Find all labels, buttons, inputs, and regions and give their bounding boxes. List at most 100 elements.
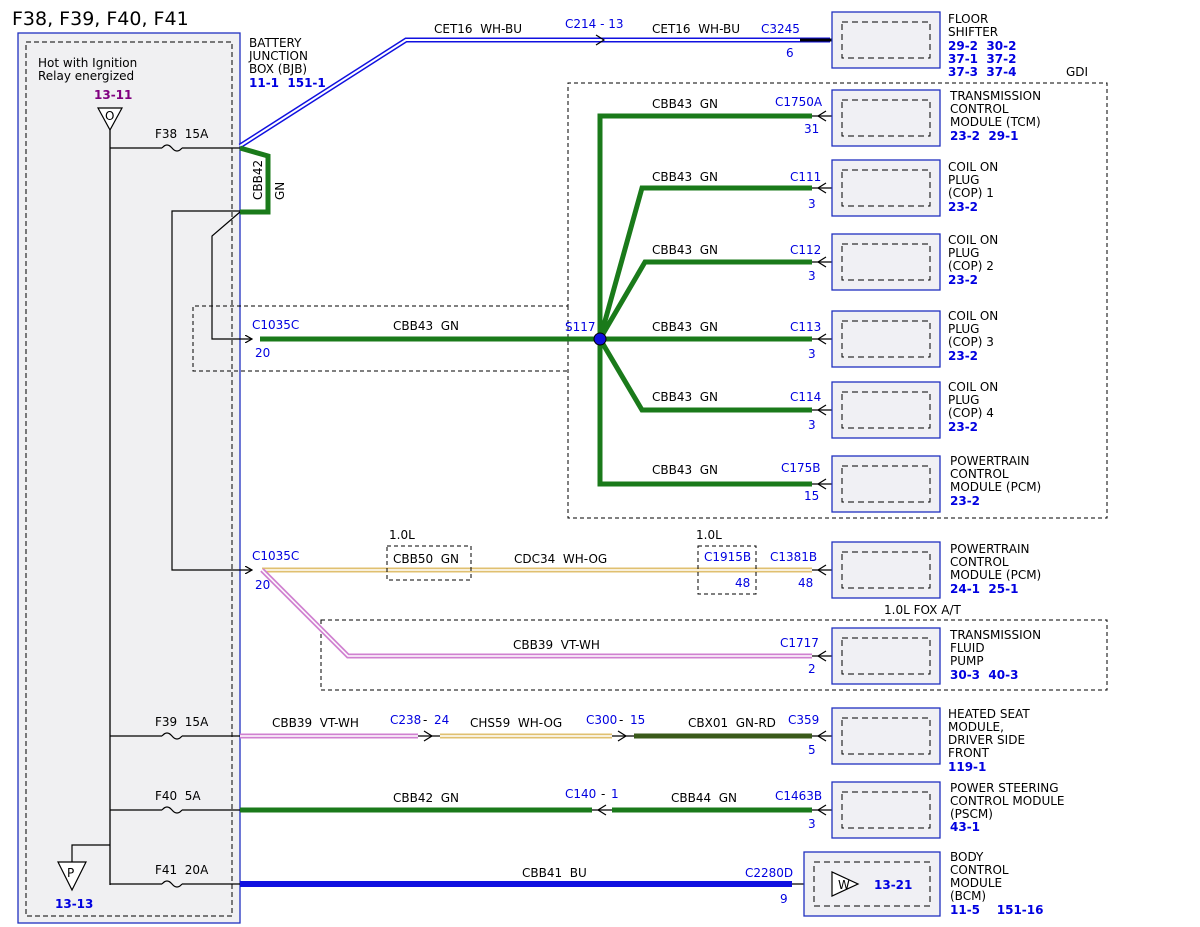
c2280d-label[interactable]: C2280D — [745, 866, 793, 880]
module-cop3[interactable] — [831, 310, 941, 368]
c1381b-label[interactable]: C1381B — [770, 550, 817, 564]
svg-text:24-1 25-1: 24-1 25-1 — [950, 582, 1018, 596]
c300-label[interactable]: C300 — [586, 713, 617, 727]
pin-6: 6 — [786, 46, 794, 60]
svg-text:(COP) 3: (COP) 3 — [948, 335, 994, 349]
module-cop2[interactable] — [831, 233, 941, 291]
svg-text:CONTROL MODULE: CONTROL MODULE — [950, 794, 1065, 808]
ref-top[interactable]: 13-11 — [94, 88, 132, 102]
svg-text:23-2 29-1: 23-2 29-1 — [950, 129, 1018, 143]
c1035c-a-label[interactable]: C1035C — [252, 318, 299, 332]
c214-label[interactable]: C214 - 13 — [565, 17, 624, 31]
c140-pin: 1 — [611, 787, 619, 801]
module-label-11: BODY CONTROL MODULE (BCM) 11-5 151-16 — [950, 850, 1043, 917]
fuse-f39-label: F39 15A — [155, 715, 209, 729]
module-label-3: COIL ON PLUG (COP) 2 23-2 — [948, 233, 998, 287]
cbb39-a-label: CBB39 VT-WH — [513, 638, 600, 652]
svg-text:PLUG: PLUG — [948, 246, 979, 260]
svg-text:COIL ON: COIL ON — [948, 160, 998, 174]
module-floor-shifter[interactable] — [831, 11, 941, 69]
module-cop4[interactable] — [831, 381, 941, 439]
branch-4-conn[interactable]: C114 — [790, 390, 821, 404]
ref-bottom[interactable]: 13-13 — [55, 897, 93, 911]
opt-10l-b: 1.0L — [696, 528, 722, 542]
c140-label[interactable]: C140 — [565, 787, 596, 801]
cet16-a-label: CET16 WH-BU — [434, 22, 522, 36]
module-bcm[interactable] — [803, 851, 941, 917]
svg-text:MODULE (PCM): MODULE (PCM) — [950, 480, 1041, 494]
c238-label[interactable]: C238 — [390, 713, 421, 727]
branch-0-pin: 31 — [804, 122, 819, 136]
module-tcm[interactable] — [831, 89, 941, 147]
pin-48b: 48 — [798, 576, 813, 590]
c1717-label[interactable]: C1717 — [780, 636, 819, 650]
module-pcm-10l[interactable] — [831, 541, 941, 599]
module-label-0: FLOOR SHIFTER 29-2 30-2 37-1 37-2 37-3 3… — [948, 12, 1016, 79]
pin-48a: 48 — [735, 576, 750, 590]
c300-pin: 15 — [630, 713, 645, 727]
c3245-label[interactable]: C3245 — [761, 22, 800, 36]
svg-text:(PSCM): (PSCM) — [950, 807, 993, 821]
connector-w-icon — [831, 871, 860, 897]
svg-text:TRANSMISSION: TRANSMISSION — [949, 89, 1041, 103]
branch-4-pin: 3 — [808, 418, 816, 432]
bjb-inner-box — [25, 41, 233, 917]
branch-1-conn[interactable]: C111 — [790, 170, 821, 184]
module-label-2: COIL ON PLUG (COP) 1 23-2 — [948, 160, 998, 214]
cbb42-vertical-label: CBB42 — [251, 160, 265, 200]
connector-w-label: W — [838, 878, 850, 892]
branch-2-conn[interactable]: C112 — [790, 243, 821, 257]
c238-arrow-icon — [423, 730, 434, 742]
ref-w[interactable]: 13-21 — [874, 878, 912, 892]
c359-label[interactable]: C359 — [788, 713, 819, 727]
chs59-label: CHS59 WH-OG — [470, 716, 562, 730]
svg-text:-: - — [619, 713, 623, 727]
svg-text:PLUG: PLUG — [948, 173, 979, 187]
branch-2-pin: 3 — [808, 269, 816, 283]
c1915b-label[interactable]: C1915B — [704, 550, 751, 564]
c238-pin: 24 — [434, 713, 449, 727]
svg-text:FLOOR: FLOOR — [948, 12, 988, 26]
module-pscm[interactable] — [831, 781, 941, 839]
svg-text:HEATED SEAT: HEATED SEAT — [948, 707, 1030, 721]
svg-text:-: - — [601, 787, 605, 801]
cdc34-label: CDC34 WH-OG — [514, 552, 607, 566]
module-pcm-gdi[interactable] — [831, 455, 941, 513]
hot-label-1: Hot with Ignition — [38, 56, 137, 70]
branch-5-wire: CBB43 GN — [652, 463, 718, 477]
bjb-refs[interactable]: 11-1 151-1 — [249, 76, 326, 90]
branch-5-pin: 15 — [804, 489, 819, 503]
pin-3: 3 — [808, 817, 816, 831]
bus-to-p — [71, 844, 110, 862]
splice-s117[interactable] — [593, 332, 607, 346]
diagram-title: F38, F39, F40, F41 — [12, 8, 189, 30]
cbb50-label: CBB50 GN — [393, 552, 459, 566]
splice-branches — [597, 113, 812, 487]
branch-1-pin: 3 — [808, 197, 816, 211]
connector-p-icon — [57, 861, 87, 892]
c1035c-b-label[interactable]: C1035C — [252, 549, 299, 563]
c1463b-label[interactable]: C1463B — [775, 789, 822, 803]
branch-3-conn[interactable]: C113 — [790, 320, 821, 334]
gdi-box — [192, 82, 1108, 519]
svg-text:30-3 40-3: 30-3 40-3 — [950, 668, 1018, 682]
s117-label[interactable]: S117 — [565, 320, 596, 334]
module-heated-seat[interactable] — [831, 707, 941, 765]
module-cop1[interactable] — [831, 159, 941, 217]
cbx01-label: CBX01 GN-RD — [688, 716, 776, 730]
module-fluid-pump[interactable] — [831, 627, 941, 685]
fox-label: 1.0L FOX A/T — [884, 603, 961, 617]
svg-text:MODULE: MODULE — [950, 876, 1002, 890]
svg-text:FLUID: FLUID — [950, 641, 985, 655]
branch-5-conn[interactable]: C175B — [781, 461, 821, 475]
cet16-b-label: CET16 WH-BU — [652, 22, 740, 36]
wire-to-c1035c-b — [171, 210, 252, 570]
svg-text:DRIVER SIDE: DRIVER SIDE — [948, 733, 1025, 747]
pin-5: 5 — [808, 743, 816, 757]
c300-arrow-icon — [617, 730, 628, 742]
pin-20a: 20 — [255, 346, 270, 360]
svg-text:23-2: 23-2 — [950, 494, 980, 508]
svg-text:23-2: 23-2 — [948, 420, 978, 434]
module-label-1: TRANSMISSION CONTROL MODULE (TCM) 23-2 2… — [949, 89, 1041, 143]
branch-0-conn[interactable]: C1750A — [775, 95, 823, 109]
